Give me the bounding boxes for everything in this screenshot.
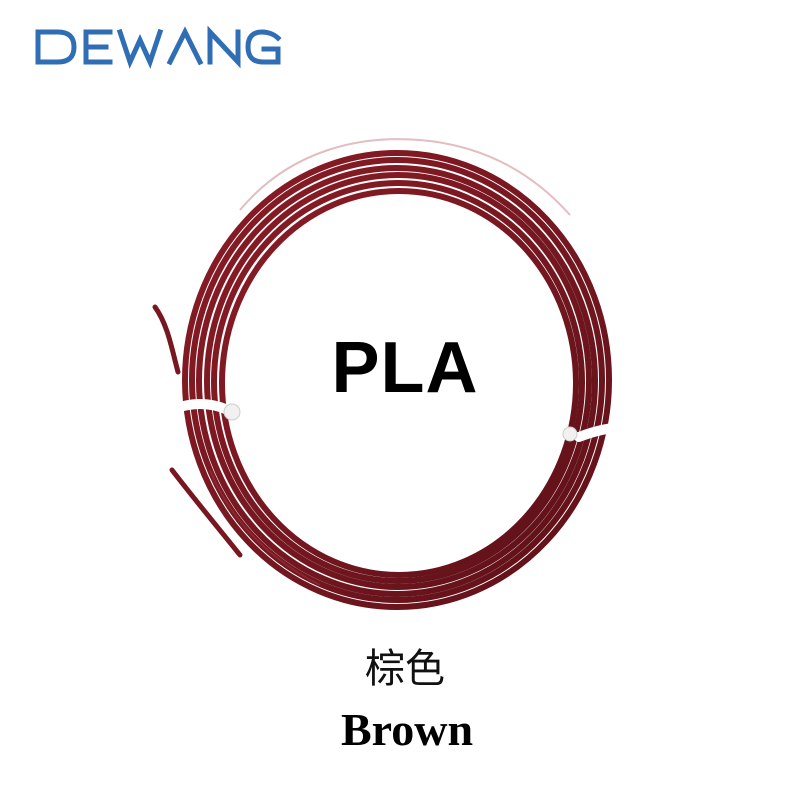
color-name-chinese: 棕色 [365,646,445,692]
dewang-logo [35,25,282,69]
color-name-english: Brown [340,704,474,755]
material-label: PLA [331,328,479,408]
